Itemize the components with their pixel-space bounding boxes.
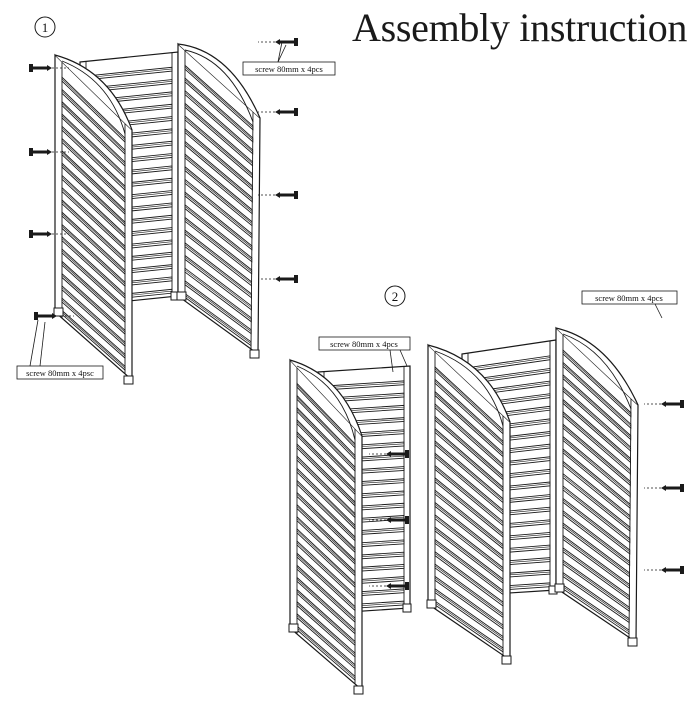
screw-icon xyxy=(369,516,409,524)
screw-icon xyxy=(29,230,69,238)
step-1-callout-bottom-left: screw 80mm x 4psc xyxy=(16,319,104,380)
step-1-callout-top-right-text: screw 80mm x 4pcs xyxy=(255,64,323,74)
screw-icon xyxy=(29,64,69,72)
step-2-number: 2 xyxy=(392,289,399,304)
step-2-callout-top-left-text: screw 80mm x 4pcs xyxy=(330,339,398,349)
step-1-callout-bottom-left-text: screw 80mm x 4psc xyxy=(26,368,94,378)
fence-panels xyxy=(53,42,639,695)
page-title: Assembly instruction xyxy=(352,5,688,50)
screws xyxy=(29,38,684,590)
step-1-number: 1 xyxy=(42,20,49,35)
screw-icon xyxy=(258,191,298,199)
step-2-callout-top-left: screw 80mm x 4pcs xyxy=(318,336,411,373)
screw-icon xyxy=(34,312,74,320)
screw-icon xyxy=(258,38,298,46)
step-2-callout-top-right-text: screw 80mm x 4pcs xyxy=(595,293,663,303)
step-1-right-panel xyxy=(176,42,261,359)
screw-icon xyxy=(258,108,298,116)
step-2-far-right-panel xyxy=(554,326,639,647)
labels: 1 2 screw 80mm x 4pcs screw 80mm x 4psc xyxy=(16,16,678,380)
step-2-middle-panel xyxy=(426,343,512,665)
screw-icon xyxy=(369,582,409,590)
step-2-front-left-panel xyxy=(288,358,364,695)
screw-icon xyxy=(644,484,684,492)
step-1-marker: 1 xyxy=(34,16,56,38)
screw-icon xyxy=(258,275,298,283)
screw-icon xyxy=(644,400,684,408)
screw-icon xyxy=(644,566,684,574)
step-1-left-panel xyxy=(53,53,134,385)
screw-icon xyxy=(369,450,409,458)
screw-icon xyxy=(29,148,69,156)
step-1-callout-top-right: screw 80mm x 4pcs xyxy=(242,41,336,76)
step-2-marker: 2 xyxy=(384,285,406,307)
step-2-callout-top-right: screw 80mm x 4pcs xyxy=(581,290,678,319)
